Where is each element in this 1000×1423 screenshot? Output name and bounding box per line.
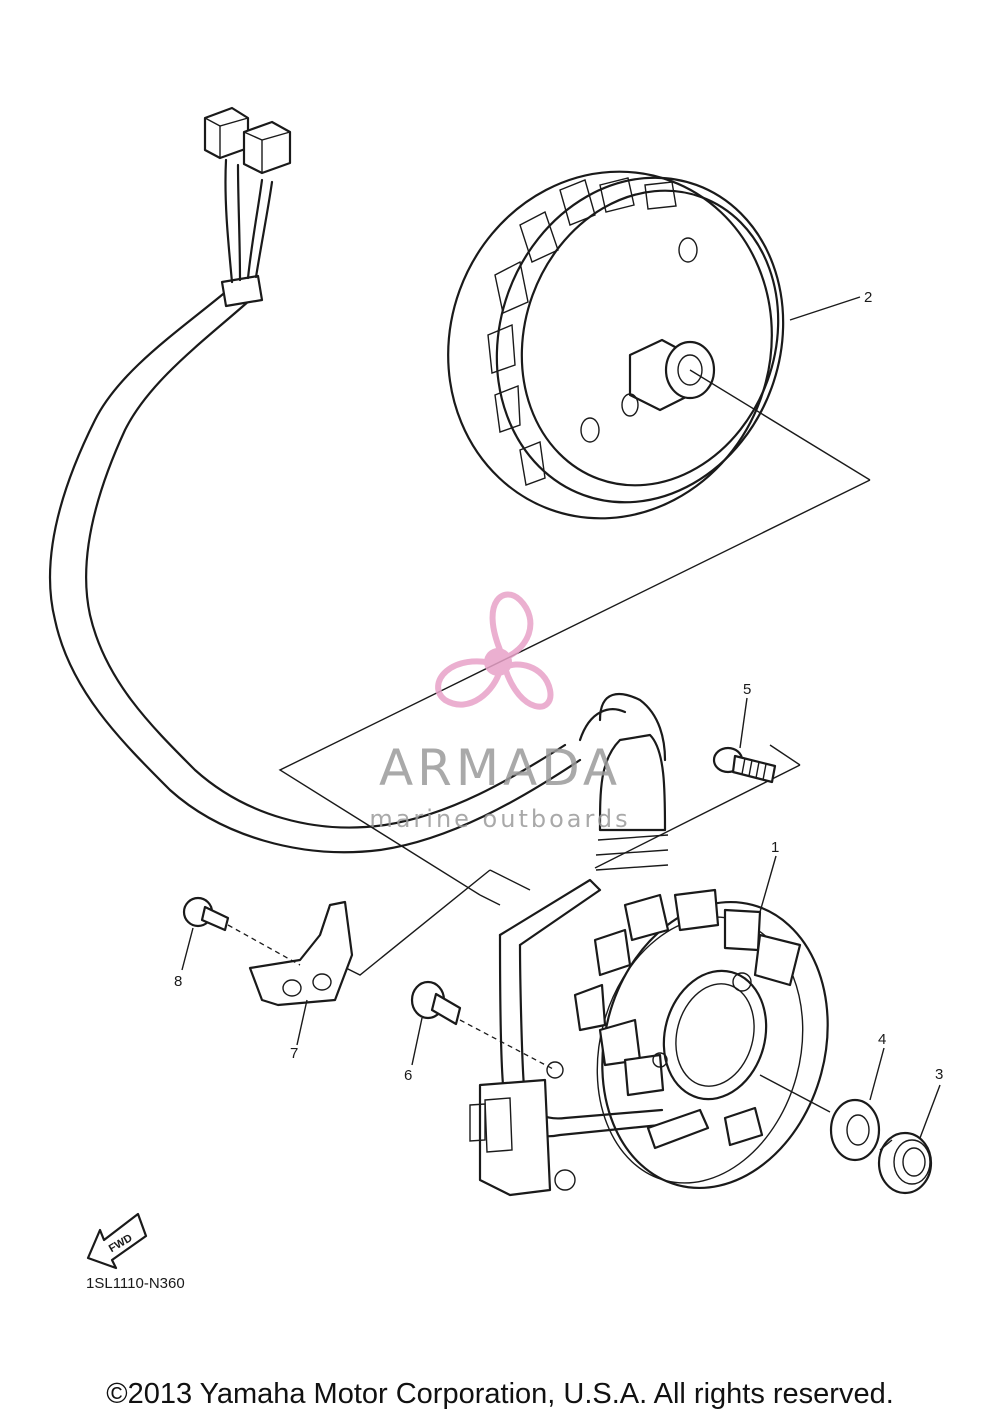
screw-6 xyxy=(410,980,556,1071)
callout-1: 1 xyxy=(759,839,779,913)
callout-3: 3 xyxy=(919,1066,943,1139)
propeller-logo-icon xyxy=(435,591,554,710)
svg-text:5: 5 xyxy=(743,681,751,698)
bracket-7 xyxy=(248,900,354,1007)
callout-2: 2 xyxy=(789,289,872,321)
callout-5: 5 xyxy=(739,681,751,749)
reference-code: 1SL1110-N360 xyxy=(86,1275,185,1292)
svg-text:1: 1 xyxy=(771,839,779,856)
callout-6: 6 xyxy=(404,1017,423,1084)
svg-text:4: 4 xyxy=(878,1031,886,1048)
svg-text:3: 3 xyxy=(935,1066,943,1083)
bolt-5 xyxy=(712,746,777,784)
svg-text:marine outboards: marine outboards xyxy=(369,805,630,833)
copyright-notice: ©2013 Yamaha Motor Corporation, U.S.A. A… xyxy=(106,1378,894,1410)
wire-harness xyxy=(48,106,582,854)
screw-8 xyxy=(182,896,301,966)
svg-text:2: 2 xyxy=(864,289,872,306)
armada-watermark: ARMADA marine outboards xyxy=(369,591,630,833)
washer xyxy=(829,1098,881,1162)
stator-assembly xyxy=(469,692,829,1197)
callout-8: 8 xyxy=(174,927,194,990)
callout-7: 7 xyxy=(290,999,308,1062)
flange-nut xyxy=(877,1131,933,1195)
rotor-flywheel xyxy=(447,170,871,520)
svg-text:7: 7 xyxy=(290,1045,298,1062)
svg-text:8: 8 xyxy=(174,973,182,990)
assembly-frame xyxy=(278,479,871,976)
fwd-arrow-icon: FWD xyxy=(86,1212,148,1270)
connector-right xyxy=(242,120,292,175)
svg-text:ARMADA: ARMADA xyxy=(379,739,621,797)
connector-left xyxy=(203,106,250,160)
callout-4: 4 xyxy=(869,1031,886,1101)
svg-text:6: 6 xyxy=(404,1067,412,1084)
